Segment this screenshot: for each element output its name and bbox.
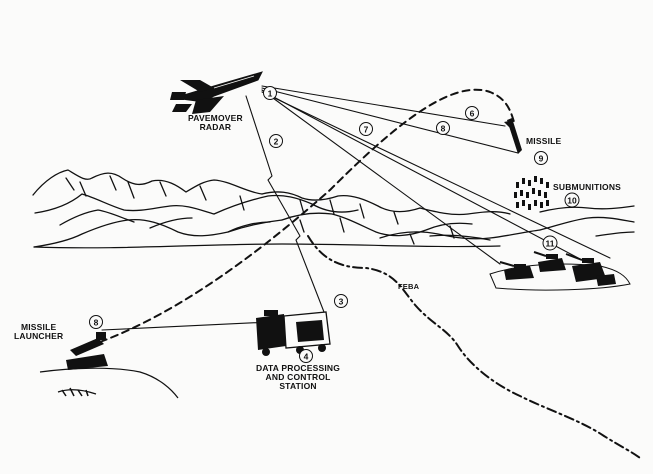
missile-trajectory xyxy=(99,88,515,343)
callout-3: 3 xyxy=(334,294,348,308)
svg-text:2: 2 xyxy=(274,137,279,147)
svg-text:8: 8 xyxy=(94,318,99,328)
svg-text:3: 3 xyxy=(339,297,344,307)
callout-4: 4 xyxy=(299,349,313,363)
svg-text:1: 1 xyxy=(268,89,273,99)
callout-markers: 1 2 3 4 6 7 8 8 9 10 11 xyxy=(89,86,580,363)
svg-text:11: 11 xyxy=(546,239,555,249)
control-station-icon xyxy=(256,310,331,356)
missile-launcher-label: MISSILE LAUNCHER xyxy=(14,322,64,341)
missile-launcher-icon xyxy=(39,332,179,399)
data-processing-station-label: DATA PROCESSING AND CONTROL STATION xyxy=(256,363,341,391)
callout-11: 11 xyxy=(542,235,558,251)
missile-label: MISSILE xyxy=(526,136,562,146)
callout-10: 10 xyxy=(564,192,580,208)
svg-text:10: 10 xyxy=(567,196,577,206)
missile-icon xyxy=(504,118,522,154)
svg-text:6: 6 xyxy=(470,109,475,119)
svg-text:4: 4 xyxy=(304,352,309,362)
callout-8-upper: 8 xyxy=(436,121,450,135)
callout-9: 9 xyxy=(534,151,548,165)
launcher-link xyxy=(101,321,271,331)
submunitions-label: SUBMUNITIONS xyxy=(553,182,622,192)
feba-label: FEBA xyxy=(398,282,420,291)
callout-2: 2 xyxy=(269,134,283,148)
tank-group-icon xyxy=(489,251,631,291)
callout-1: 1 xyxy=(263,86,277,100)
callout-6: 6 xyxy=(465,106,479,120)
data-link-zigzag xyxy=(245,95,325,313)
aircraft-icon xyxy=(170,71,263,114)
svg-text:7: 7 xyxy=(364,125,369,135)
mountain-ridges xyxy=(32,169,635,248)
pavemover-radar-label: PAVEMOVER RADAR xyxy=(188,113,243,132)
feba-line xyxy=(307,235,641,459)
radar-beams xyxy=(261,85,611,265)
submunitions-icon xyxy=(514,176,549,210)
svg-text:9: 9 xyxy=(539,154,544,164)
ground-line xyxy=(33,243,501,249)
svg-text:8: 8 xyxy=(441,124,446,134)
callout-7: 7 xyxy=(359,122,373,136)
callout-8-lower: 8 xyxy=(89,315,103,329)
